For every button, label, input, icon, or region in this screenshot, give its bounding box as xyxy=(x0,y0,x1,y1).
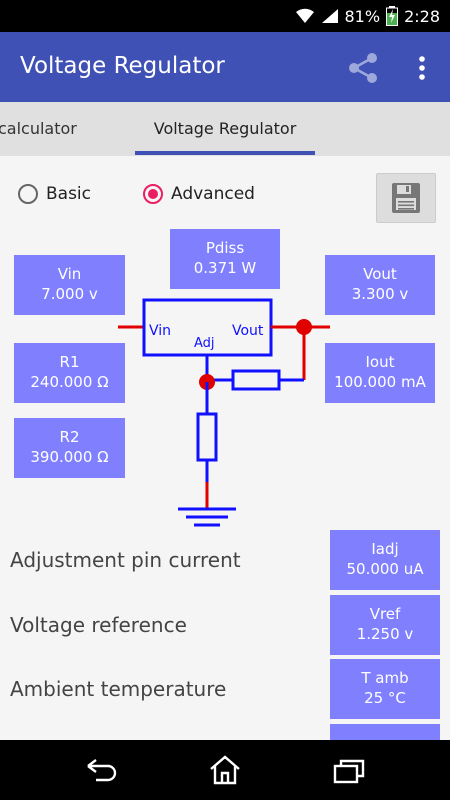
pdiss-box: Pdiss 0.371 W xyxy=(170,229,280,289)
wifi-icon xyxy=(295,8,314,23)
iadj-label: Iadj xyxy=(371,540,399,558)
vout-label: Vout xyxy=(363,265,397,283)
vout-input[interactable]: Vout 3.300 v xyxy=(325,255,435,315)
chip-adj-label: Adj xyxy=(194,336,215,351)
param-label-tamb: Ambient temperature xyxy=(10,677,227,701)
navigation-bar xyxy=(0,740,450,800)
chip-vout-label: Vout xyxy=(232,323,264,339)
pdiss-value: 0.371 W xyxy=(193,259,257,277)
tamb-value: 25 °C xyxy=(364,689,406,707)
pdiss-label: Pdiss xyxy=(205,239,245,257)
r1-value: 240.000 Ω xyxy=(30,373,109,391)
signal-icon xyxy=(321,9,338,23)
main-content: Basic Advanced Vin Vout Adj xyxy=(0,156,450,740)
r2-resistor xyxy=(196,412,218,462)
app-bar: Voltage Regulator xyxy=(0,32,450,102)
more-vert-icon[interactable] xyxy=(412,53,432,83)
vin-input[interactable]: Vin 7.000 v xyxy=(14,255,125,315)
r2-label: R2 xyxy=(59,428,80,446)
battery-percent: 81% xyxy=(344,6,381,26)
radio-advanced[interactable]: Advanced xyxy=(143,184,255,204)
param-label-vref: Voltage reference xyxy=(10,613,187,637)
recents-icon[interactable] xyxy=(332,757,366,785)
vref-value: 1.250 v xyxy=(356,625,414,643)
r1-input[interactable]: R1 240.000 Ω xyxy=(14,343,125,403)
radio-advanced-circle[interactable] xyxy=(143,184,163,204)
tab-calculator[interactable]: calculator xyxy=(0,119,77,138)
vref-label: Vref xyxy=(369,605,401,623)
tab-bar: calculator Voltage Regulator xyxy=(0,102,450,156)
tab-indicator xyxy=(135,151,315,155)
iout-input[interactable]: Iout 100.000 mA xyxy=(325,343,435,403)
status-right: 81% 2:28 xyxy=(295,0,440,32)
tab-voltage-regulator[interactable]: Voltage Regulator xyxy=(153,119,297,138)
vin-label: Vin xyxy=(57,265,82,283)
share-icon[interactable] xyxy=(346,51,380,85)
iadj-value: 50.000 uA xyxy=(346,560,424,578)
app-title: Voltage Regulator xyxy=(20,53,225,79)
r2-value: 390.000 Ω xyxy=(30,448,109,466)
back-icon[interactable] xyxy=(84,757,118,785)
iout-label: Iout xyxy=(365,353,395,371)
r1-resistor xyxy=(231,369,281,391)
radio-basic-circle[interactable] xyxy=(18,184,38,204)
status-time: 2:28 xyxy=(404,6,440,26)
tamb-label: T amb xyxy=(361,669,409,687)
radio-basic-label: Basic xyxy=(46,184,92,204)
circuit-diagram: Vin Vout Adj xyxy=(118,298,330,527)
iout-value: 100.000 mA xyxy=(334,373,426,391)
chip-vin-label: Vin xyxy=(149,323,171,339)
radio-advanced-label: Advanced xyxy=(171,184,255,204)
iadj-input[interactable]: Iadj 50.000 uA xyxy=(330,530,440,590)
vout-value: 3.300 v xyxy=(351,285,409,303)
tamb-input[interactable]: T amb 25 °C xyxy=(330,659,440,719)
r2-input[interactable]: R2 390.000 Ω xyxy=(14,418,125,478)
home-icon[interactable] xyxy=(208,755,242,785)
vref-input[interactable]: Vref 1.250 v xyxy=(330,595,440,655)
next-param-box[interactable] xyxy=(330,724,440,740)
r1-label: R1 xyxy=(59,353,80,371)
battery-charging-icon xyxy=(386,6,399,26)
status-bar: 81% 2:28 xyxy=(0,0,450,32)
radio-basic[interactable]: Basic xyxy=(18,184,91,204)
vin-value: 7.000 v xyxy=(41,285,98,303)
param-label-iadj: Adjustment pin current xyxy=(10,548,241,572)
save-icon xyxy=(392,183,420,213)
save-button[interactable] xyxy=(376,173,436,223)
